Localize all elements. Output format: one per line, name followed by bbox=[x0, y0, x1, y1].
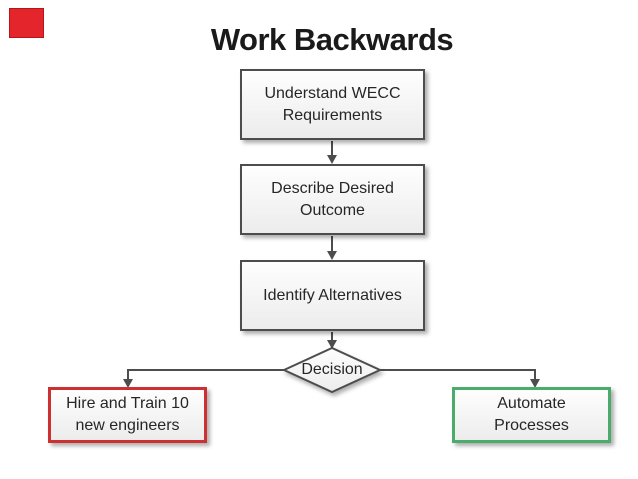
slide-title: Work Backwards bbox=[210, 22, 454, 57]
outcome-box-hire-and-train: Hire and Train 10 new engineers bbox=[48, 387, 207, 443]
outcome-box-label-line: new engineers bbox=[75, 417, 180, 434]
outcome-box-label-line: Hire and Train 10 bbox=[66, 395, 189, 413]
red-marker bbox=[9, 8, 44, 38]
process-box-label-line: Describe Desired bbox=[271, 179, 394, 197]
connector-step3-to-decision bbox=[327, 332, 337, 349]
decision-label: Decision bbox=[301, 361, 363, 378]
process-box-understand-wecc-requirements: Understand WECC Requirements bbox=[240, 69, 425, 140]
outcome-box-label-line: Automate bbox=[497, 395, 566, 413]
outcome-box-automate-processes: Automate Processes bbox=[452, 387, 611, 443]
outcome-box-label-line: Processes bbox=[494, 417, 569, 434]
process-box-label-line: Requirements bbox=[282, 106, 383, 124]
connector-decision-to-right-outcome bbox=[380, 369, 540, 388]
process-box-describe-desired-outcome: Describe Desired Outcome bbox=[240, 164, 425, 235]
connector-decision-to-left-outcome bbox=[123, 369, 284, 388]
process-box-label-line: Identify Alternatives bbox=[263, 286, 402, 304]
connector-step2-to-step3 bbox=[327, 236, 337, 260]
decision-diamond bbox=[281, 346, 383, 394]
connector-step1-to-step2 bbox=[327, 141, 337, 164]
process-box-label-line: Understand WECC bbox=[264, 84, 401, 102]
process-box-identify-alternatives: Identify Alternatives bbox=[240, 260, 425, 331]
process-box-label-line: Outcome bbox=[300, 201, 365, 219]
